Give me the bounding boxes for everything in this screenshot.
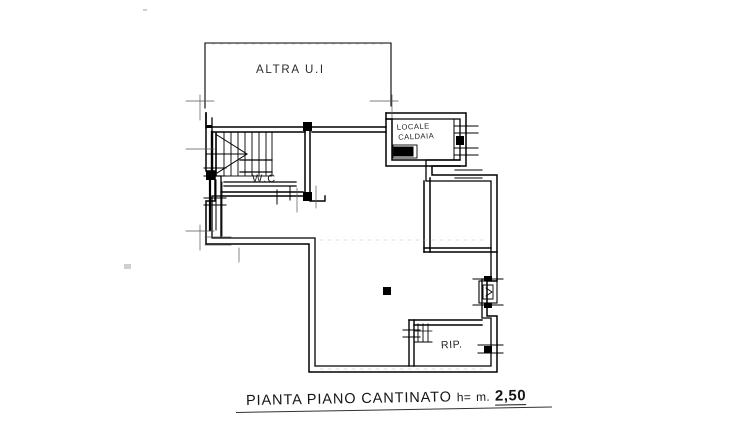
right-spine-wall <box>423 177 498 253</box>
wall-guide-ghosting <box>211 43 487 370</box>
axis-tick-marks <box>185 94 399 263</box>
ripostiglio-room <box>408 319 483 367</box>
column-pillar <box>383 287 391 295</box>
caption-height-prefix: h= <box>456 390 472 405</box>
boiler-fixture-frame <box>392 144 418 159</box>
cellar-room-wall <box>220 195 326 238</box>
corridor-wall <box>311 126 387 133</box>
door-swing-detail <box>472 276 504 308</box>
caldaia-wall-openings <box>454 125 483 179</box>
caption-height-value: 2,50 <box>494 387 527 406</box>
ripostiglio-shelf-steps <box>402 323 433 343</box>
room-label-locale-caldaia: LOCALE CALDAIA <box>397 121 435 143</box>
locale-caldaia-room <box>385 112 461 167</box>
room-label-altra-ui: ALTRA U.I <box>256 64 325 76</box>
scan-artifact <box>124 264 131 269</box>
main-perimeter-wall-inner <box>211 117 492 367</box>
staircase <box>206 130 297 187</box>
room-label-ripostiglio: RIP. <box>440 338 463 352</box>
caption-unit: m. <box>475 389 491 404</box>
room-label-wc: W.C <box>252 173 277 185</box>
main-perimeter-wall <box>205 112 498 373</box>
locale-caldaia-line1: LOCALE <box>396 121 430 132</box>
rip-wall-openings <box>477 344 504 354</box>
altra-ui-outline <box>204 42 392 109</box>
wc-partition <box>220 191 304 197</box>
boiler-fixture <box>393 146 414 157</box>
left-wall-openings <box>203 167 227 237</box>
scan-artifact <box>143 9 147 11</box>
wc-door-opening <box>276 185 291 205</box>
locale-caldaia-line2: CALDAIA <box>398 131 435 142</box>
